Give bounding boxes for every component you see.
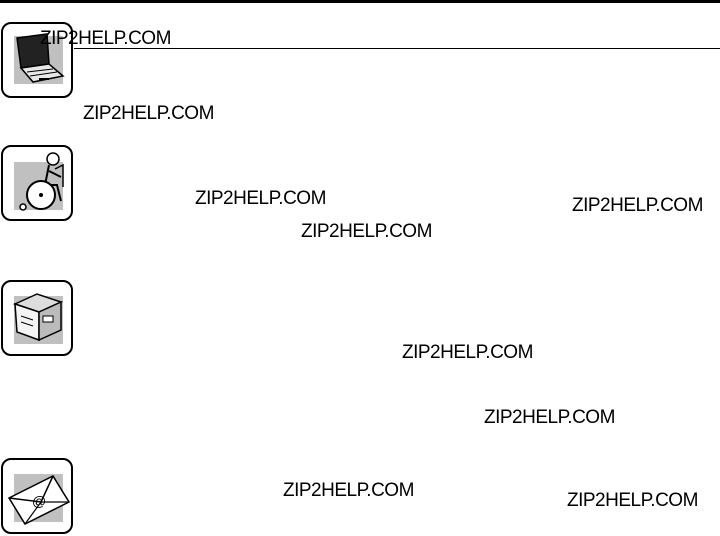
watermark-text: ZIP2HELP.COM xyxy=(83,103,214,124)
watermark-text: ZIP2HELP.COM xyxy=(567,490,698,511)
email-envelope-icon: @ xyxy=(1,458,73,534)
watermark-text: ZIP2HELP.COM xyxy=(572,195,703,216)
printer-icon xyxy=(1,280,73,356)
section-rule xyxy=(74,48,720,49)
watermark-text: ZIP2HELP.COM xyxy=(40,28,171,49)
watermark-text: ZIP2HELP.COM xyxy=(301,221,432,242)
watermark-text: ZIP2HELP.COM xyxy=(402,342,533,363)
svg-text:@: @ xyxy=(32,493,46,509)
watermark-text: ZIP2HELP.COM xyxy=(484,407,615,428)
watermark-text: ZIP2HELP.COM xyxy=(195,188,326,209)
laptop-icon xyxy=(1,22,73,98)
top-rule xyxy=(0,0,720,3)
wheelchair-icon xyxy=(1,145,73,221)
watermark-text: ZIP2HELP.COM xyxy=(283,480,414,501)
